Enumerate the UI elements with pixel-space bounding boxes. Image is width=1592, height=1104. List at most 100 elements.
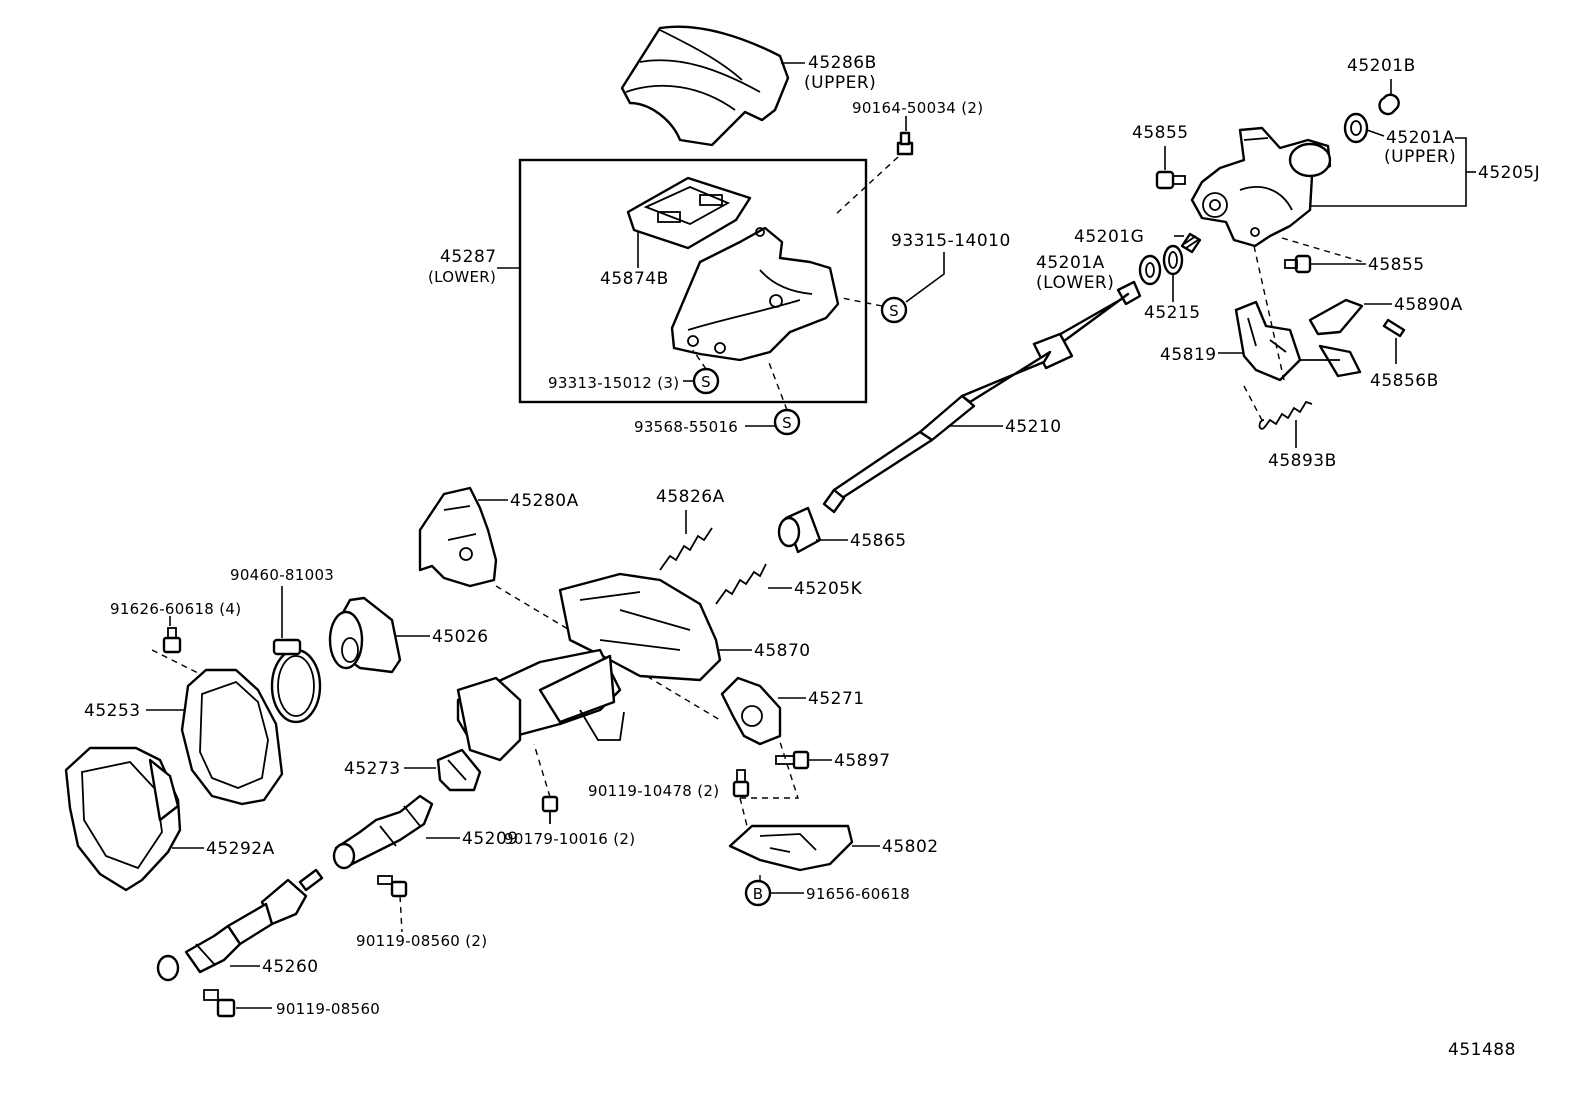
label-91626-60618: 91626-60618 (4) xyxy=(110,600,241,618)
lower-bearing-45201A xyxy=(1138,254,1162,286)
lower-cover-kit-frame xyxy=(518,158,868,404)
label-45893B: 45893B xyxy=(1268,451,1337,471)
label-45201A-upper: 45201A xyxy=(1386,128,1455,148)
plate-45802 xyxy=(728,824,854,872)
nut-90179 xyxy=(541,795,559,824)
intermediate-shaft-45260 xyxy=(156,868,324,982)
leader-93315 xyxy=(905,252,945,303)
dash-45802 xyxy=(739,797,749,831)
label-45210: 45210 xyxy=(1005,417,1062,437)
bracket-45280A xyxy=(418,486,498,588)
label-45026: 45026 xyxy=(432,627,489,647)
label-45826A: 45826A xyxy=(656,487,725,507)
label-45286B: 45286B xyxy=(808,53,877,73)
upper-bearing-45201A xyxy=(1343,112,1369,144)
pin-45856B xyxy=(1382,318,1406,338)
dash-93315 xyxy=(841,297,883,307)
spring-45893B xyxy=(1258,400,1313,430)
lower-cover-insert-plate xyxy=(626,176,752,250)
label-45855-lower: 45855 xyxy=(1368,255,1425,275)
symbol-s-1: S xyxy=(889,302,899,320)
label-45201G: 45201G xyxy=(1074,227,1144,247)
clamp-45271 xyxy=(720,676,782,746)
symbol-s-2: S xyxy=(701,373,711,391)
label-45287-lower: (LOWER) xyxy=(428,268,496,286)
label-90179-10016: 90179-10016 (2) xyxy=(504,830,635,848)
dash-93313 xyxy=(692,349,707,370)
label-91656-60618: 91656-60618 xyxy=(806,885,910,903)
bolt-90119-08560-2 xyxy=(377,875,408,898)
label-90460-81003: 90460-81003 xyxy=(230,566,334,584)
upper-column-cover xyxy=(620,25,790,147)
label-45855-upper: 45855 xyxy=(1132,123,1189,143)
dash-91626 xyxy=(151,649,207,681)
label-93315-14010: 93315-14010 xyxy=(891,231,1011,251)
cover-plate-45292A xyxy=(64,746,182,892)
symbol-s-3: S xyxy=(782,414,792,432)
label-45897: 45897 xyxy=(834,751,891,771)
main-shaft-45210 xyxy=(822,280,1142,514)
label-45205J: 45205J xyxy=(1478,163,1540,183)
tilt-lever-45819 xyxy=(1234,300,1302,382)
screw-symbol-93315: S xyxy=(880,296,908,324)
dash-93568 xyxy=(767,359,788,411)
lower-column-cover xyxy=(670,226,840,362)
dash-90119-08560-2 xyxy=(399,895,403,933)
dash-90179 xyxy=(533,743,551,798)
bolt-45897 xyxy=(775,750,810,770)
bolt-90119-08560 xyxy=(203,989,236,1018)
dash-90119-10478 xyxy=(740,741,799,799)
label-45890A: 45890A xyxy=(1394,295,1463,315)
label-45215: 45215 xyxy=(1144,303,1201,323)
bushing-45865 xyxy=(777,506,822,554)
label-45201A-lower-tag: (LOWER) xyxy=(1036,273,1114,293)
ring-45215 xyxy=(1162,244,1184,276)
dash-45893B-lower xyxy=(1243,385,1265,425)
label-90119-10478: 90119-10478 (2) xyxy=(588,782,719,800)
label-45865: 45865 xyxy=(850,531,907,551)
spring-45826A xyxy=(659,527,713,571)
label-45819: 45819 xyxy=(1160,345,1217,365)
label-45287: 45287 xyxy=(440,247,497,267)
label-45273: 45273 xyxy=(344,759,401,779)
universal-joint-45209 xyxy=(332,794,434,870)
bearing-clip-45201B xyxy=(1378,93,1400,116)
label-45201A-upper-tag: (UPPER) xyxy=(1384,147,1456,167)
screw-symbol-93313: S xyxy=(692,367,720,395)
label-93568-55016: 93568-55016 xyxy=(634,418,738,436)
diagram-id: 451488 xyxy=(1448,1040,1516,1060)
label-93313-15012: 93313-15012 (3) xyxy=(548,374,679,392)
column-tube-45870 xyxy=(456,572,722,762)
label-45260: 45260 xyxy=(262,957,319,977)
screw-91626 xyxy=(162,627,182,654)
dash-45855 xyxy=(1281,237,1364,263)
leader-45201A-upper xyxy=(1366,129,1385,137)
release-lever-45890A xyxy=(1300,298,1364,378)
label-45856B: 45856B xyxy=(1370,371,1439,391)
bushing-45273 xyxy=(436,748,482,792)
label-45201A-lower: 45201A xyxy=(1036,253,1105,273)
screw-symbol-93568: S xyxy=(773,408,801,436)
spring-45201G xyxy=(1180,232,1202,254)
boot-45026 xyxy=(328,596,402,674)
bolt-90119-10478 xyxy=(732,769,750,798)
label-45205K: 45205K xyxy=(794,579,863,599)
label-45253: 45253 xyxy=(84,701,141,721)
label-90119-08560: 90119-08560 xyxy=(276,1000,380,1018)
label-45201B: 45201B xyxy=(1347,56,1416,76)
label-90119-08560-2: 90119-08560 (2) xyxy=(356,932,487,950)
bolt-45855-lower xyxy=(1284,254,1312,274)
label-45271: 45271 xyxy=(808,689,865,709)
spring-45205K xyxy=(715,563,767,605)
symbol-b: B xyxy=(753,885,764,903)
label-45870: 45870 xyxy=(754,641,811,661)
label-45874B: 45874B xyxy=(600,269,669,289)
screw-90164 xyxy=(896,131,914,156)
hose-clamp-90460 xyxy=(270,638,322,724)
bolt-45855-upper xyxy=(1155,170,1186,190)
screw-symbol-91656: B xyxy=(744,879,772,907)
label-45280A: 45280A xyxy=(510,491,579,511)
label-45292A: 45292A xyxy=(206,839,275,859)
